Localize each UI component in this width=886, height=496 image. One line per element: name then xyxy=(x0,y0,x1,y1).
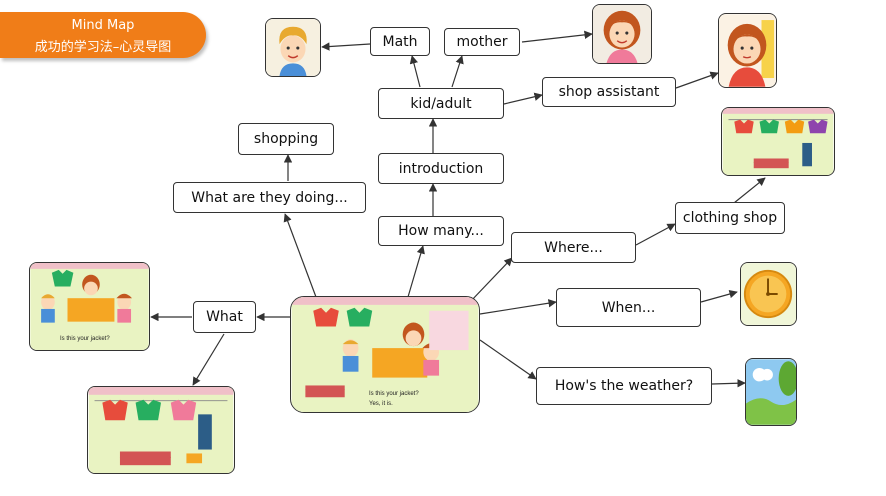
center-caption-answer: Yes, it is. xyxy=(369,401,393,407)
node-what: What xyxy=(193,301,256,333)
boy-portrait-image xyxy=(265,18,321,77)
node-math: Math xyxy=(370,27,430,56)
mind-map-banner: Mind Map 成功的学习法–心灵导图 xyxy=(0,12,206,58)
node-kid-adult: kid/adult xyxy=(378,88,504,119)
left-shop-scene-image: Is this your jacket? xyxy=(29,262,150,351)
mother-portrait-image xyxy=(592,4,652,64)
node-when: When... xyxy=(556,288,701,327)
node-shopping: shopping xyxy=(238,123,334,155)
node-clothing-shop: clothing shop xyxy=(675,202,785,234)
clock-image xyxy=(740,262,797,326)
sunny-weather-image xyxy=(745,358,797,426)
banner-title: Mind Map xyxy=(71,18,135,33)
shop-assistant-portrait-image xyxy=(718,13,777,88)
node-shop-assistant: shop assistant xyxy=(542,77,676,107)
node-introduction: introduction xyxy=(378,153,504,184)
clothing-shop-image xyxy=(721,107,835,176)
center-caption-question: Is this your jacket? xyxy=(369,391,419,397)
center-shop-scene-image: Is this your jacket? Yes, it is. xyxy=(290,296,480,413)
node-what-doing: What are they doing... xyxy=(173,182,366,213)
node-where: Where... xyxy=(511,232,636,263)
clothes-display-image xyxy=(87,386,235,474)
left-caption-question: Is this your jacket? xyxy=(60,336,110,342)
node-mother: mother xyxy=(444,28,520,56)
banner-subtitle: 成功的学习法–心灵导图 xyxy=(34,40,172,55)
node-weather: How's the weather? xyxy=(536,367,712,405)
node-how-many: How many... xyxy=(378,216,504,246)
